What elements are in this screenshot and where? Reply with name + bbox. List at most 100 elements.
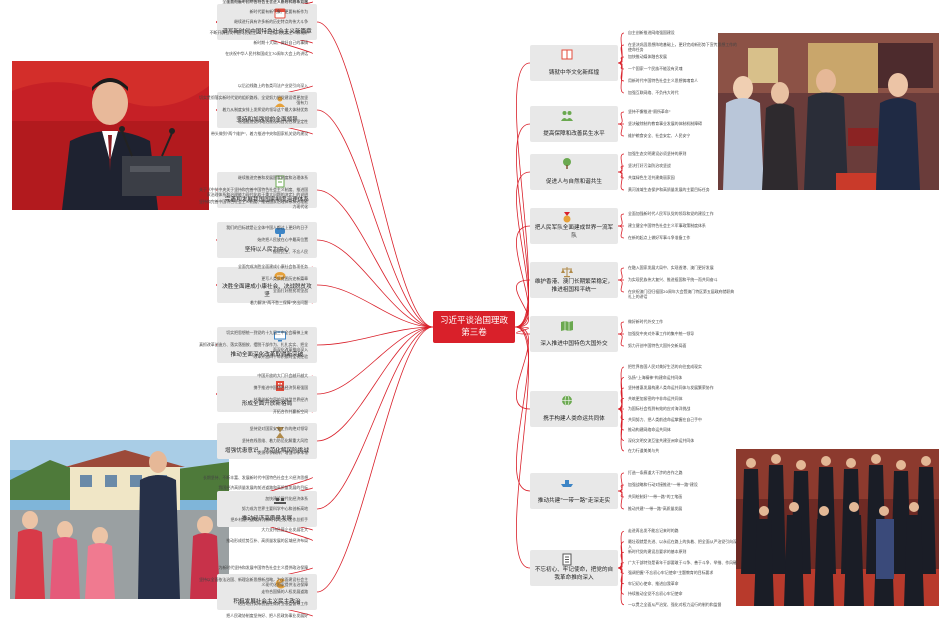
leaf-item[interactable]: 全面完成决胜全面建成小康社会各项任务 bbox=[237, 264, 308, 269]
leaf-item[interactable]: 在庆祝澳门回归祖国20周年大会暨澳门特区第五届政府就职典 礼上的讲话 bbox=[628, 289, 735, 299]
leaf-item[interactable]: 为新时代坚持和发展中国特色社会主义提供政治保障 bbox=[218, 565, 308, 570]
leaf-item[interactable]: 一以贯之全面从严治党、强化对权力运行的制约和监督 bbox=[628, 601, 722, 607]
leaf-item[interactable]: 加强党中央对外事工作的集中统一领导 bbox=[628, 331, 695, 336]
left-branch-2[interactable]: 坚持和加强党的全面领导 bbox=[217, 92, 317, 128]
left-branch-1[interactable]: 谱写新时代中国特色社会主义新篇章 bbox=[217, 4, 317, 40]
leaf-item[interactable]: 切实把思想统一到党的十九届三中全会精神上来 bbox=[226, 330, 308, 335]
leaf-item[interactable]: 最壮观就是先进、以永远在路上的执着、把全面从严治党引向深 入 bbox=[628, 538, 737, 549]
right-branch-6[interactable]: 深入推进中国特色大国外交 bbox=[530, 316, 618, 352]
left-branch-6[interactable]: 推动全面深化改革取得新突破 bbox=[217, 327, 317, 363]
leaf-item[interactable]: 真抓改革创造方、落实落细按、摆脱干部作为、扎扎实实、把全 面深化改革推向深入 bbox=[199, 342, 308, 352]
leaf-item[interactable]: 牢记初心使命、推进自我革命 bbox=[628, 580, 679, 586]
leaf-item[interactable]: 全面把握中国特色社会主义进入新时代的新要求 bbox=[226, 0, 308, 4]
leaf-item[interactable]: 推动共建"一带一路"高质量发展 bbox=[628, 506, 683, 511]
leaf-item[interactable]: 坚持以全面依法治国、新理念新思想新战略，为全面建设社会主 义现代化国家提供法治保… bbox=[199, 577, 308, 587]
leaf-item[interactable]: 发扬斗争精神、增强斗争本领 bbox=[257, 450, 308, 455]
leaf-item[interactable]: 在融入国家发展大局中、实现香港、澳门更好发展 bbox=[628, 265, 714, 270]
leaf-item[interactable]: 增强推进党的政治建设的自觉性和坚定性 bbox=[237, 119, 308, 124]
leaf-item[interactable]: 在坚决巩固思想阵地基础上，更好完成新形势下宣传思想工作的 使命任务 bbox=[628, 42, 737, 52]
leaf-item[interactable]: 加强互联网络、不负伟大时代 bbox=[628, 90, 679, 95]
leaf-item[interactable]: 在新的起点上做好军事斗争准备工作 bbox=[628, 235, 691, 240]
leaf-item[interactable]: 改革开放四十年积累的宝贵经验 bbox=[253, 354, 308, 359]
leaf-item[interactable]: 努力开创中国特色大国外交新局面 bbox=[628, 343, 687, 348]
leaf-item[interactable]: 坚持和完善中国特色社会主义制度、推进国家治理体系和治理能 力现代化 bbox=[199, 199, 308, 209]
leaf-item[interactable]: 新时期十大局、做好自己的事情 bbox=[253, 40, 308, 45]
leaf-item[interactable]: 加强战略和行动对接推进"一带一路"建设 bbox=[628, 482, 698, 487]
leaf-item[interactable]: 携手推进中国特色经济贸易强国 bbox=[253, 385, 308, 390]
leaf-item[interactable]: 新时代党的建设总要求的基本原则 bbox=[628, 549, 687, 555]
left-branch-10[interactable]: 积极发展社会主义民主政治 bbox=[217, 574, 317, 610]
leaf-item[interactable]: 一个国家一个民族不能没有灵魂 bbox=[628, 66, 683, 71]
right-branch-4[interactable]: 把人民军队全面建成世界一流军队 bbox=[530, 208, 618, 244]
left-branch-7[interactable]: 形成全面开放新格局 bbox=[217, 376, 317, 412]
left-branch-5[interactable]: 决胜全面建成小康社会、决战脱贫攻坚 bbox=[217, 267, 317, 303]
leaf-item[interactable]: 打造一条廊道大干涉的合作之路 bbox=[628, 470, 683, 475]
right-branch-1[interactable]: 铸就中华文化新辉煌 bbox=[530, 45, 618, 81]
leaf-item[interactable]: 深化文明交流互鉴共建亚洲命运共同体 bbox=[628, 437, 695, 443]
leaf-item[interactable]: 努力成为世界主要科学中心和创新高地 bbox=[241, 506, 308, 511]
leaf-item[interactable]: 共同绘制好"一带一路"的工笔画 bbox=[628, 494, 683, 499]
left-branch-4[interactable]: 坚持以人民为中心 bbox=[217, 222, 317, 258]
leaf-item[interactable]: 始终把人民放在心中最高位置 bbox=[257, 237, 308, 242]
leaf-item[interactable]: 我国经济高质量发展的前进道路和高质量发展的目标 bbox=[218, 485, 308, 490]
leaf-item[interactable]: 弘扬"上海精神"构建命运共同体 bbox=[628, 374, 683, 380]
right-branch-2[interactable]: 提高保障和改善民生水平 bbox=[530, 106, 618, 142]
leaf-item[interactable]: 继续推进完善和发展国家制度和治理体系 bbox=[237, 175, 308, 180]
central-topic[interactable]: 习近平谈治国理政 第三卷 bbox=[433, 311, 515, 343]
leaf-item[interactable]: 我们的目标就是让全体中国人都过上更好的日子 bbox=[226, 225, 308, 230]
leaf-item[interactable]: 把乡村振兴战略作为新时代"三农"工作总抓手 bbox=[230, 516, 309, 522]
left-branch-3[interactable]: 完善和发展我国国家制度治理体系 bbox=[217, 172, 317, 208]
leaf-item[interactable]: 在庆祝中华人民共和国成立70周年大会上的讲话 bbox=[225, 50, 308, 56]
leaf-item[interactable]: 建立健全中国特色社会主义军事政策制度体系 bbox=[628, 223, 706, 228]
leaf-item[interactable]: 自主创新推进网络强国建设 bbox=[628, 30, 675, 35]
leaf-item[interactable]: 中国开放的大门只会越开越大 bbox=[257, 373, 308, 378]
leaf-item[interactable]: 坚持底线思维、着力防范化解重大风险 bbox=[241, 438, 308, 443]
leaf-item[interactable]: 坚决破除制约教育事业发展的体制机制障碍 bbox=[628, 121, 702, 126]
right-branch-8[interactable]: 推动共建"一带一路"走深走实 bbox=[530, 473, 618, 509]
left-branch-8[interactable]: 增强忧患意识、防范化解风险挑战 bbox=[217, 423, 317, 459]
leaf-item[interactable]: 共筑更加紧密的中非命运共同体 bbox=[628, 395, 683, 401]
right-branch-7[interactable]: 携手构建人类命运共同体 bbox=[530, 391, 618, 427]
leaf-item[interactable]: 坚持党对国家安全工作的绝对领导 bbox=[249, 426, 308, 431]
leaf-item[interactable]: 维护粮食安全、社会安定、人民安宁 bbox=[628, 133, 691, 138]
leaf-item[interactable]: 用新时代中国特色社会主义思想铸魂育人 bbox=[628, 78, 699, 83]
leaf-item[interactable]: 更写人类反贫困历史新篇章 bbox=[261, 276, 308, 281]
leaf-item[interactable]: 结合地方实际创造性做好立法监督等工作 bbox=[237, 601, 308, 606]
leaf-item[interactable]: 大力支持民营企业发展壮大 bbox=[261, 527, 308, 532]
leaf-item[interactable]: 推动形成优势互补、高质量发展的区域经济布局 bbox=[226, 537, 308, 543]
leaf-item[interactable]: 以后边线路上的各类司法产业党引向深入 bbox=[237, 83, 308, 88]
leaf-item[interactable]: 为国际社会找到有效的应对海洋挑战 bbox=[628, 406, 691, 411]
leaf-item[interactable]: 做好新时代外交工作 bbox=[628, 319, 664, 324]
leaf-item[interactable]: 走符合国情的人权发展道路 bbox=[261, 589, 308, 594]
leaf-item[interactable]: 长期坚持、不断丰富、发展新时代中国特色社会主义经济思想 bbox=[202, 474, 308, 480]
leaf-item[interactable]: 新时代要有新气象、更要有新作为 bbox=[249, 8, 308, 14]
leaf-item[interactable]: 强调把握"不忘初心牢记使命"主题教育的目标要求 bbox=[628, 570, 714, 576]
leaf-item[interactable]: 着力从制度安排上发挥党的领导这个最大体制优势 bbox=[222, 107, 308, 112]
leaf-item[interactable]: 加快推动媒体融合发展 bbox=[628, 54, 667, 59]
leaf-item[interactable]: 共同努力、把人类前途命运掌握在自己手中 bbox=[628, 416, 702, 422]
leaf-item[interactable]: 不断开辟当代中国马克思主义、21世纪马克思主义新境界 bbox=[209, 29, 308, 35]
leaf-item[interactable]: 持续推动全党不忘初心牢记使命 bbox=[628, 591, 683, 597]
right-branch-3[interactable]: 促进人与自然和谐共生 bbox=[530, 154, 618, 190]
leaf-item[interactable]: 关于《中共中央关于坚持和完善中国特色社会主义制度、推进国 家治理体系和治理能力现… bbox=[199, 187, 308, 197]
leaf-item[interactable]: 共建创新包容的开放型世界经济 bbox=[253, 397, 308, 402]
leaf-item[interactable]: 广大干部特别是青年干部要敢于斗争、善于斗争、举措、作风硬 bbox=[628, 559, 737, 565]
leaf-item[interactable]: 坚持普惠发展构建人类命运共同体与发展繁荣协作 bbox=[628, 385, 714, 390]
leaf-item[interactable]: 推进民生、不忘人民 bbox=[272, 249, 308, 254]
leaf-item[interactable]: 坚持不懈推进"厕所革命" bbox=[628, 109, 671, 114]
leaf-item[interactable]: 为实现民族伟大复兴、推进祖国和平统一而共同奋斗 bbox=[628, 277, 718, 282]
leaf-item[interactable]: 带头做到"两个维护"、着力推进中央和国家机关党的建设 bbox=[211, 131, 308, 136]
leaf-item[interactable]: 开拓合作共赢新空间 bbox=[272, 409, 308, 414]
leaf-item[interactable]: 加强生态文明建设必须坚持的原则 bbox=[628, 151, 687, 156]
leaf-item[interactable]: 全面贯彻新时代中国特色社会主义思想和基本方略 bbox=[222, 0, 308, 4]
leaf-item[interactable]: 继续进行具有许多新的历史特点的伟大斗争 bbox=[234, 19, 308, 24]
leaf-item[interactable]: 在力行道美美与共 bbox=[628, 448, 660, 453]
right-branch-5[interactable]: 维护香港、澳门长期繁荣稳定，推进祖国和平统一 bbox=[530, 262, 618, 298]
leaf-item[interactable]: 切实贯彻落实新时代党的组织路线、全党努力把党建设得更加坚 强有力 bbox=[199, 95, 308, 105]
leaf-item[interactable]: 推动构建网络命运共同体 bbox=[628, 427, 671, 432]
left-branch-9[interactable]: 推动经济高质量发展 bbox=[217, 491, 317, 527]
leaf-item[interactable]: 着力解决"两不愁三保障"突出问题 bbox=[249, 300, 308, 305]
leaf-item[interactable]: 全面打好脱贫攻坚战 bbox=[272, 288, 308, 293]
leaf-item[interactable]: 共谋绿色生活共建美丽家园 bbox=[628, 175, 675, 180]
leaf-item[interactable]: 把人民政协制度坚持好、把人民政协事业发展好 bbox=[226, 613, 308, 618]
